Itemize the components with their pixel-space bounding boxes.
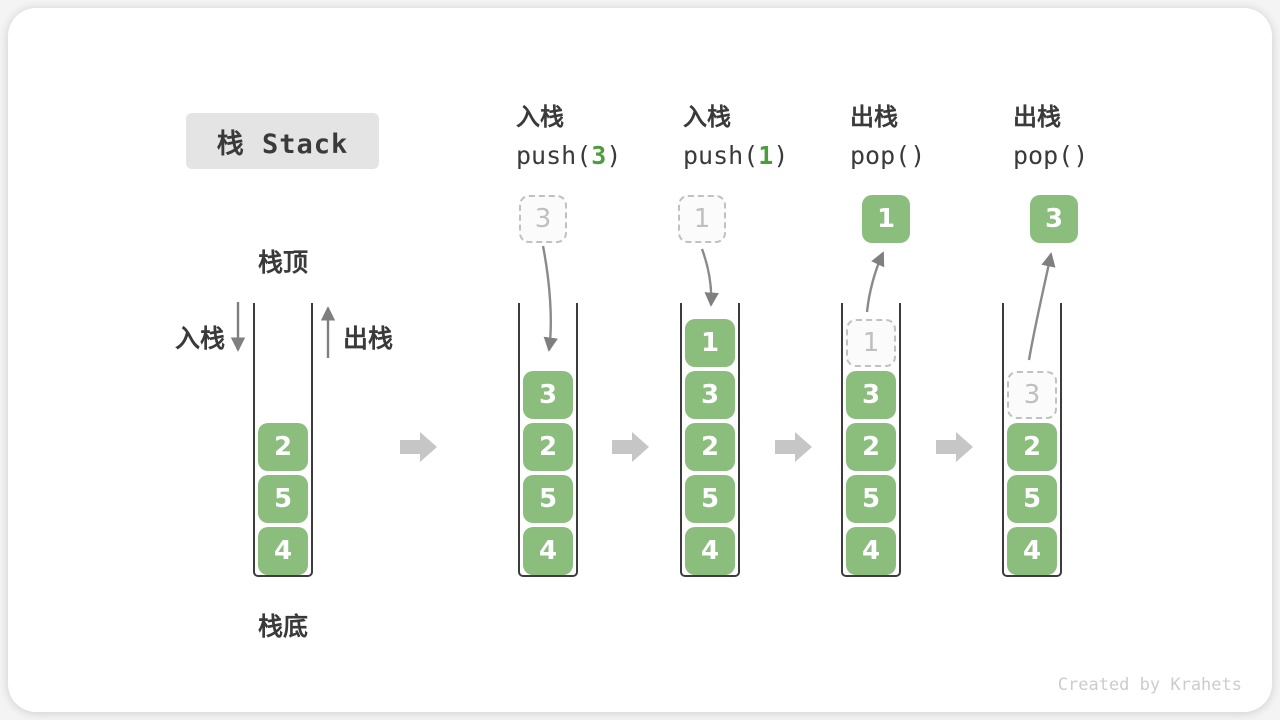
stack-item: 4	[685, 527, 735, 575]
stack-item: 5	[258, 475, 308, 523]
stack-item: 4	[846, 527, 896, 575]
credit-text: Created by Krahets	[1057, 675, 1242, 695]
stack-item: 4	[1007, 527, 1057, 575]
stack-item: 3	[1007, 371, 1057, 419]
operation-label: 入栈	[683, 104, 731, 131]
stack-item: 2	[1007, 423, 1057, 471]
code-arg: 3	[591, 141, 607, 170]
stack-item: 4	[258, 527, 308, 575]
code-arg: 1	[758, 141, 774, 170]
floating-value-push-1: 1	[678, 195, 726, 243]
diagram-title: 栈 Stack	[186, 113, 379, 169]
stack-item: 5	[846, 475, 896, 523]
stack-item: 2	[846, 423, 896, 471]
stack-item: 1	[685, 319, 735, 367]
stack-item: 4	[523, 527, 573, 575]
stage-header-push-1: 入栈 push(1)	[683, 104, 788, 171]
operation-code: pop()	[850, 141, 925, 171]
code-pre: pop()	[850, 141, 926, 170]
operation-label: 出栈	[1013, 104, 1061, 131]
operation-label: 出栈	[850, 104, 898, 131]
push-side-label: 入栈	[175, 325, 226, 353]
stage-header-pop-1: 出栈 pop()	[850, 104, 925, 171]
stack-item: 5	[685, 475, 735, 523]
stack-item: 2	[258, 423, 308, 471]
stack-item: 3	[846, 371, 896, 419]
stack-bottom-label: 栈底	[257, 613, 309, 641]
stack-item: 3	[685, 371, 735, 419]
code-pre: push(	[683, 141, 759, 170]
diagram-title-text: 栈 Stack	[216, 128, 349, 160]
operation-code: push(3)	[516, 141, 621, 171]
operation-code: push(1)	[683, 141, 788, 171]
operation-code: pop()	[1013, 141, 1088, 171]
stack-item: 2	[685, 423, 735, 471]
stack-item: 5	[1007, 475, 1057, 523]
stage-header-push-3: 入栈 push(3)	[516, 104, 621, 171]
floating-value-push-3: 3	[519, 195, 567, 243]
pop-side-label: 出栈	[343, 325, 394, 353]
stage-header-pop-3: 出栈 pop()	[1013, 104, 1088, 171]
stack-top-label: 栈顶	[257, 249, 309, 277]
stack-item: 2	[523, 423, 573, 471]
code-pre: push(	[516, 141, 592, 170]
code-post: )	[606, 141, 622, 170]
floating-value-pop-3: 3	[1030, 195, 1078, 243]
operation-label: 入栈	[516, 104, 564, 131]
stack-item: 5	[523, 475, 573, 523]
code-pre: pop()	[1013, 141, 1089, 170]
code-post: )	[773, 141, 789, 170]
stack-item: 3	[523, 371, 573, 419]
stack-item: 1	[846, 319, 896, 367]
floating-value-pop-1: 1	[862, 195, 910, 243]
